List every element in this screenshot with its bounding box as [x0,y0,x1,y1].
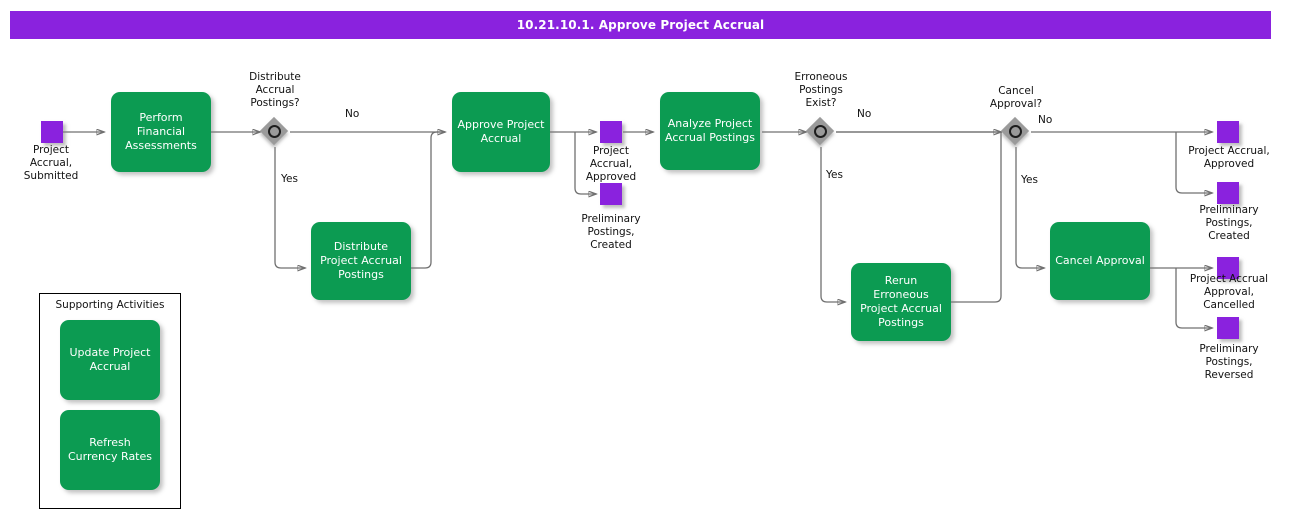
gateway-event-circle-icon [268,125,281,138]
branch-label-gw3-no: No [1038,114,1053,126]
event-preliminary-postings-created-mid-label: Preliminary Postings, Created [581,213,641,251]
task-perform-financial-assessments[interactable]: Perform Financial Assessments [111,92,211,172]
event-project-accrual-approved-mid-label: Project Accrual, Approved [585,145,637,183]
task-approve-project-accrual[interactable]: Approve Project Accrual [452,92,550,172]
event-project-accrual-approved-mid[interactable] [600,121,622,143]
branch-label-gw3-yes: Yes [1021,174,1038,186]
end-event-project-accrual-approval-cancelled[interactable] [1217,257,1239,279]
branch-label-gw2-yes: Yes [826,169,843,181]
gateway-distribute-accrual-postings-label: Distribute Accrual Postings? [249,71,301,109]
end-event-preliminary-postings-created-label: Preliminary Postings, Created [1199,204,1259,242]
branch-label-gw1-yes: Yes [281,173,298,185]
branch-label-gw1-no: No [345,108,360,120]
page-title: 10.21.10.1. Approve Project Accrual [516,18,765,32]
end-event-project-accrual-approved[interactable] [1217,121,1239,143]
event-preliminary-postings-created-mid[interactable] [600,183,622,205]
flow-distribute-to-approve [411,131,445,269]
end-event-preliminary-postings-created[interactable] [1217,182,1239,204]
end-event-preliminary-postings-reversed[interactable] [1217,317,1239,339]
end-event-preliminary-postings-reversed-label: Preliminary Postings, Reversed [1199,343,1259,381]
gateway-cancel-approval-label: Cancel Approval? [989,85,1043,110]
flow-gw3-yes-to-cancel [1015,147,1044,268]
gateway-erroneous-postings-exist-label: Erroneous Postings Exist? [794,71,848,109]
gateway-cancel-approval[interactable] [1000,116,1030,146]
task-cancel-approval[interactable]: Cancel Approval [1050,222,1150,300]
task-distribute-project-accrual-postings[interactable]: Distribute Project Accrual Postings [311,222,411,300]
gateway-event-circle-icon [814,125,827,138]
page-header: 10.21.10.1. Approve Project Accrual [10,11,1271,39]
supporting-activity-refresh-currency-rates[interactable]: Refresh Currency Rates [60,410,160,490]
task-analyze-project-accrual-postings[interactable]: Analyze Project Accrual Postings [660,92,760,170]
start-event-label: Project Accrual, Submitted [23,144,79,182]
end-event-project-accrual-approval-cancelled-label: Project Accrual Approval, Cancelled [1189,273,1269,311]
flow-rerun-to-gw3 [951,132,1002,303]
supporting-activity-update-project-accrual[interactable]: Update Project Accrual [60,320,160,400]
branch-label-gw2-no: No [857,108,872,120]
flow-gw1-yes-to-distribute [274,147,305,268]
task-rerun-erroneous-project-accrual-postings[interactable]: Rerun Erroneous Project Accrual Postings [851,263,951,341]
start-event-project-accrual-submitted[interactable] [41,121,63,143]
gateway-erroneous-postings-exist[interactable] [805,116,835,146]
end-event-project-accrual-approved-label: Project Accrual, Approved [1188,145,1270,170]
gateway-event-circle-icon [1009,125,1022,138]
supporting-activities-title: Supporting Activities [55,299,165,311]
gateway-distribute-accrual-postings[interactable] [259,116,289,146]
